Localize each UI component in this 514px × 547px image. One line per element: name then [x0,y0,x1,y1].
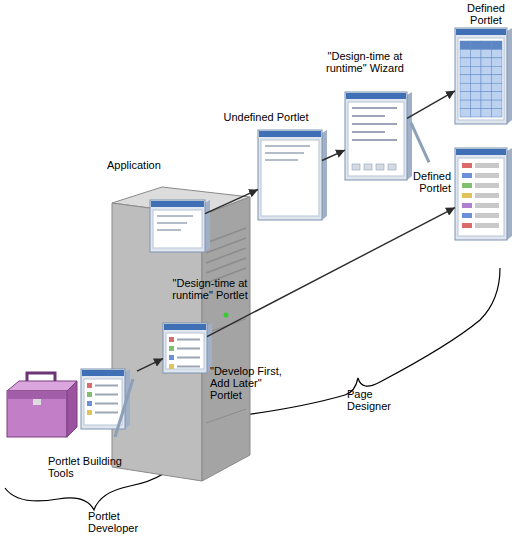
node-label: "Design-time at runtime" Wizard [320,50,410,74]
portlet-window: "Develop First, Add Later" Portlet [163,323,207,373]
node-label: Portlet Building Tools [48,455,143,479]
window-illustration [163,323,207,373]
arrow-connector [137,359,163,372]
node-label: "Design-time at runtime" Portlet [160,277,260,301]
arrow-connector [322,150,345,160]
node-label: Defined Portlet [403,170,451,194]
node-label: Defined Portlet [463,2,509,26]
window-illustration [150,200,205,252]
application-server: Application"Design-time at runtime" Port… [110,183,252,483]
portlet-window: "Design-time at runtime" Portlet [150,200,205,252]
arrow-connector [407,91,455,118]
window-illustration [455,148,507,240]
node-label: Undefined Portlet [211,111,321,123]
window-illustration [258,130,322,220]
toolbox-illustration [5,363,137,443]
role-label: Page Designer [347,388,405,412]
arrow-connector [205,190,258,214]
toolbox: Portlet Building Tools [5,363,137,443]
portlet-window: Defined Portlet [455,28,507,124]
arrow-connector [207,208,455,337]
portlet-window: Defined Portlet [455,148,507,240]
wizard-window: "Design-time at runtime" Wizard [345,92,407,180]
portlet-window: Undefined Portlet [258,130,322,220]
node-label: Application [107,159,187,171]
node-label: "Develop First, Add Later" Portlet [210,365,282,401]
window-illustration [345,92,407,180]
window-illustration [455,28,507,124]
role-label: Portlet Developer [88,510,150,534]
